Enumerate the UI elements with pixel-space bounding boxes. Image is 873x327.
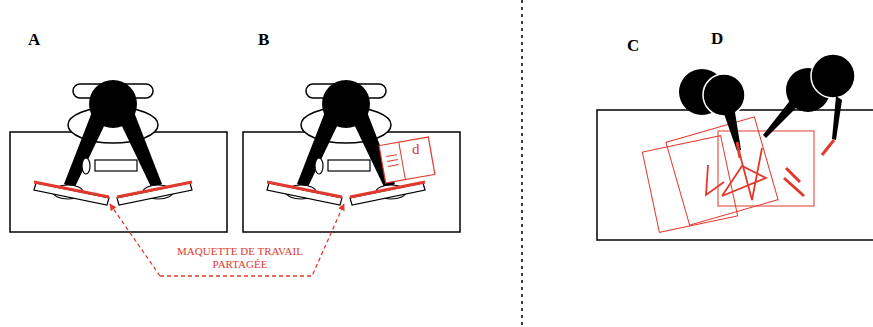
sketch-lines	[784, 168, 804, 196]
paper-sheet	[666, 117, 778, 225]
panel-letter: D	[711, 29, 723, 49]
person-arm	[763, 98, 800, 138]
person-arm	[832, 96, 842, 140]
papers	[642, 117, 814, 232]
panel-letter: B	[258, 30, 269, 50]
sheet	[379, 137, 435, 183]
paper-sheet	[379, 137, 435, 183]
sheet-divider	[399, 142, 406, 179]
sheet-line	[388, 165, 399, 167]
workstation-b	[243, 80, 460, 232]
paper-sheet	[718, 131, 814, 206]
divider	[521, 0, 523, 327]
sketch-lines	[706, 148, 766, 200]
person-c	[679, 69, 745, 158]
panel-letter: C	[627, 36, 639, 56]
sheet-line	[386, 155, 397, 157]
sheet-line	[387, 160, 398, 162]
pointer-head	[110, 204, 150, 262]
paper-sheet	[642, 136, 737, 233]
pen	[822, 140, 834, 155]
pen	[737, 142, 740, 158]
dashed-pointer	[110, 204, 344, 276]
person-head	[811, 54, 855, 98]
workstation-a	[10, 80, 227, 232]
pointer-head	[325, 204, 344, 246]
person-d	[763, 54, 855, 155]
sheet-mark: d	[412, 141, 420, 158]
caption-note: MAQUETTE DE TRAVAIL PARTAGÉE	[162, 245, 318, 270]
panel-letter: A	[28, 30, 40, 50]
